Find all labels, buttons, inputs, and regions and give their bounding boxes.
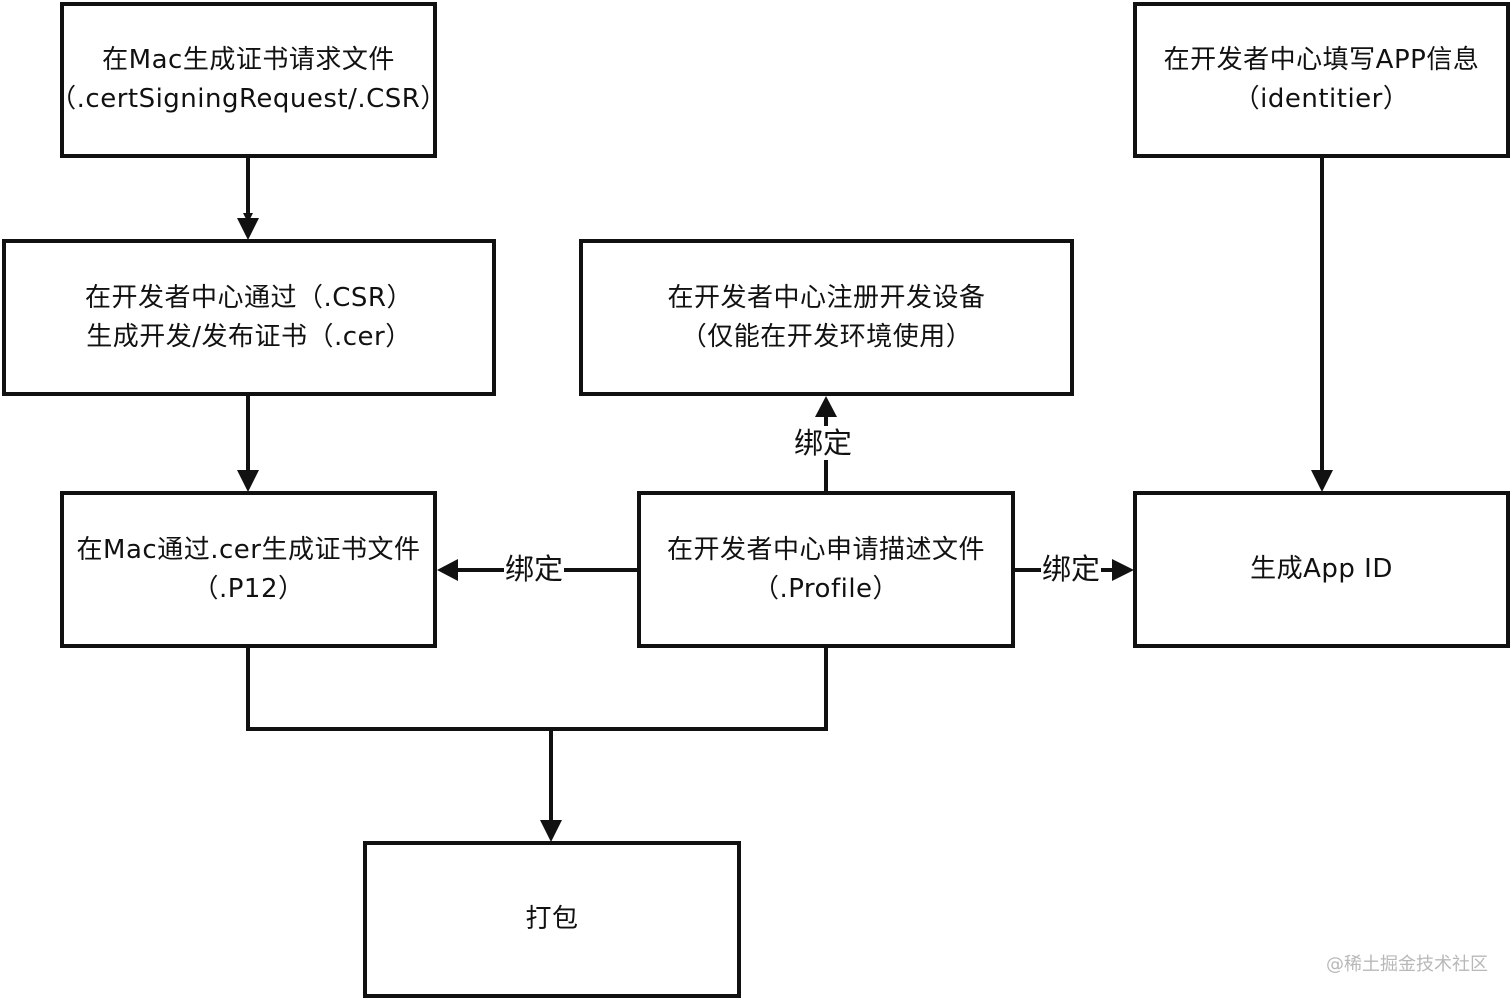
node-generate-p12: 在Mac通过.cer生成证书文件 （.P12） [60,491,437,648]
node-request-profile-subtitle: （.Profile） [752,573,900,604]
node-generate-cert: 在开发者中心通过（.CSR） 生成开发/发布证书（.cer） [2,239,496,396]
node-generate-cert-subtitle: 生成开发/发布证书（.cer） [86,321,412,352]
node-request-profile: 在开发者中心申请描述文件 （.Profile） [637,491,1015,648]
edge-label-bind-p12: 绑定 [504,552,565,586]
node-package: 打包 [363,841,741,998]
arrowhead-profile-to-device [815,396,837,417]
arrowhead-cert-to-p12 [237,470,259,492]
node-generate-app-id-title: 生成App ID [1250,554,1393,584]
node-generate-p12-subtitle: （.P12） [192,573,305,604]
arrowhead-merge-to-package [540,820,562,842]
connector-p12-profile-merge [246,648,828,731]
node-request-profile-title: 在开发者中心申请描述文件 [666,534,985,565]
node-generate-cert-title: 在开发者中心通过（.CSR） [85,282,413,313]
node-register-device-subtitle: （仅能在开发环境使用） [680,321,973,352]
node-package-title: 打包 [525,904,579,934]
node-app-info-title: 在开发者中心填写APP信息 [1163,45,1480,75]
node-app-info-subtitle: （identitier） [1233,84,1410,114]
node-generate-p12-title: 在Mac通过.cer生成证书文件 [76,534,421,565]
node-generate-app-id: 生成App ID [1133,491,1510,648]
arrowhead-profile-to-appid [1112,559,1134,581]
node-register-device: 在开发者中心注册开发设备 （仅能在开发环境使用） [579,239,1074,396]
node-register-device-title: 在开发者中心注册开发设备 [667,282,986,313]
edge-label-bind-device: 绑定 [793,426,854,460]
edge-label-bind-appid: 绑定 [1041,552,1102,586]
arrowhead-appinfo-to-appid [1311,470,1333,492]
node-generate-csr-title: 在Mac生成证书请求文件 [102,45,395,75]
arrowhead-csr-to-cert [237,218,259,240]
arrowhead-profile-to-p12 [437,559,458,581]
node-generate-csr: 在Mac生成证书请求文件 （.certSigningRequest/.CSR） [50,2,446,158]
node-generate-csr-subtitle: （.certSigningRequest/.CSR） [50,84,447,114]
node-app-info: 在开发者中心填写APP信息 （identitier） [1133,2,1510,158]
watermark: @稀土掘金技术社区 [1326,954,1488,975]
